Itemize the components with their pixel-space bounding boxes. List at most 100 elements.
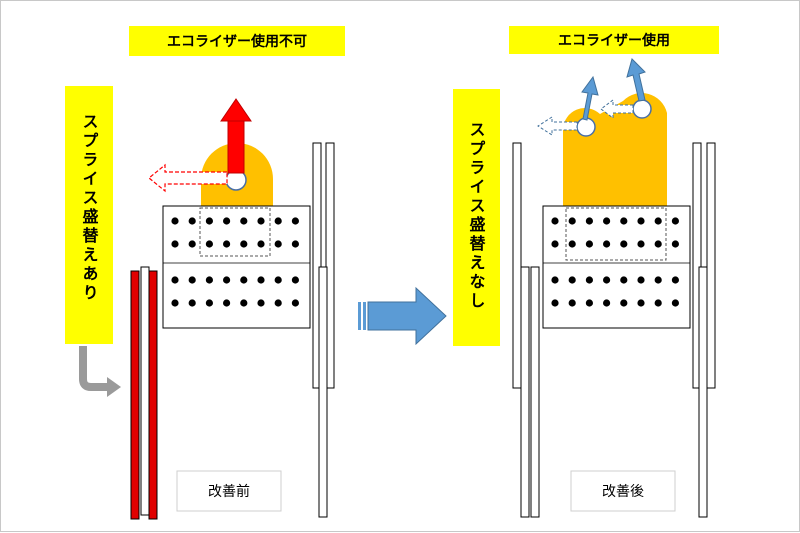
bolt-hole xyxy=(274,240,282,248)
bolt-hole xyxy=(274,276,282,284)
right-web-right-lower xyxy=(698,266,708,518)
bolt-hole xyxy=(291,217,299,225)
web-plate-left-lower xyxy=(140,266,150,516)
red-up-arrow xyxy=(220,98,252,174)
left-dashed-region xyxy=(199,207,271,257)
bolt-hole xyxy=(603,276,611,284)
right-banner-text: エコライザー使用 xyxy=(558,32,670,49)
blue-dashed-left-arrow-a xyxy=(537,116,578,136)
red-dashed-left-arrow xyxy=(148,163,228,193)
transition-arrow xyxy=(358,286,447,346)
bolt-hole xyxy=(551,217,559,225)
bolt-hole xyxy=(568,217,576,225)
blue-dashed-left-arrow-b xyxy=(600,99,634,119)
red-splice-plate-outer xyxy=(130,270,140,520)
left-caption-box xyxy=(176,470,282,512)
bolt-hole xyxy=(205,240,213,248)
right-side-label-box xyxy=(453,89,500,346)
left-side-label-text: スプライス盛替えあり xyxy=(80,113,99,303)
bolt-hole xyxy=(671,240,680,248)
blue-up-arrow-b xyxy=(626,58,646,102)
bolt-hole xyxy=(240,240,248,248)
bolt-hole xyxy=(223,240,231,248)
bolt-hole xyxy=(585,299,594,307)
right-dashed-region xyxy=(565,207,667,261)
right-web-left-lower-b xyxy=(530,266,540,518)
bolt-hole xyxy=(551,276,559,284)
bolt-hole xyxy=(188,276,196,284)
bolt-hole xyxy=(291,240,299,248)
bolt-hole xyxy=(257,299,265,307)
bolt-hole xyxy=(603,217,611,225)
left-caption-text: 改善前 xyxy=(208,483,250,500)
right-web-left-lower xyxy=(520,266,530,518)
bolt-hole xyxy=(637,240,645,248)
bolt-hole xyxy=(620,299,628,307)
bolt-hole xyxy=(671,217,680,225)
bolt-hole xyxy=(551,240,559,248)
left-bolt-holes xyxy=(171,217,299,307)
bolt-hole xyxy=(291,276,299,284)
bolt-hole xyxy=(171,240,179,248)
bolt-hole xyxy=(620,276,628,284)
left-banner-box xyxy=(129,26,345,56)
left-web-upper-a xyxy=(312,142,322,389)
bolt-hole xyxy=(205,276,213,284)
right-web-right-upper-b xyxy=(706,142,716,389)
bolt-hole xyxy=(240,276,248,284)
left-flange-block xyxy=(162,205,311,329)
right-panel: エコライザー使用 スプライス盛替えなし xyxy=(453,26,719,518)
right-side-label-text: スプライス盛替えなし xyxy=(467,121,486,311)
left-panel: エコライザー使用不可 スプライス盛替えあり xyxy=(65,26,345,520)
bolt-hole xyxy=(568,299,576,307)
bolt-hole xyxy=(205,217,213,225)
gray-bent-arrow xyxy=(79,346,121,397)
bolt-hole xyxy=(654,299,662,307)
bolt-hole xyxy=(240,217,248,225)
right-lug-hole-a xyxy=(576,117,596,137)
bolt-hole xyxy=(637,217,645,225)
right-web-left-upper xyxy=(512,142,522,389)
bolt-hole xyxy=(671,299,680,307)
red-splice-plate-inner xyxy=(148,270,158,520)
right-flange-block xyxy=(542,205,691,329)
right-bolt-holes xyxy=(551,217,680,307)
bolt-hole xyxy=(671,276,680,284)
left-banner-text: エコライザー使用不可 xyxy=(167,33,307,50)
bolt-hole xyxy=(637,276,645,284)
right-caption-box xyxy=(570,470,676,512)
bolt-hole xyxy=(603,240,611,248)
bolt-hole xyxy=(551,299,559,307)
right-caption-text: 改善後 xyxy=(602,484,644,500)
bolt-hole xyxy=(223,299,231,307)
right-banner-box xyxy=(509,26,719,54)
bolt-hole xyxy=(654,276,662,284)
left-web-lower-a xyxy=(318,266,328,518)
bolt-hole xyxy=(637,299,645,307)
blue-up-arrow-a xyxy=(581,75,599,121)
bolt-hole xyxy=(585,240,594,248)
bolt-hole xyxy=(188,240,196,248)
bolt-hole xyxy=(205,299,213,307)
bolt-hole xyxy=(171,276,179,284)
right-lug-hole-b xyxy=(632,99,652,119)
bolt-hole xyxy=(654,217,662,225)
bolt-hole xyxy=(223,276,231,284)
bolt-hole xyxy=(171,299,179,307)
bolt-hole xyxy=(223,217,231,225)
bolt-hole xyxy=(585,217,594,225)
bolt-hole xyxy=(257,240,265,248)
bolt-hole xyxy=(568,240,576,248)
bolt-hole xyxy=(188,217,196,225)
right-web-right-upper-a xyxy=(692,142,702,389)
bolt-hole xyxy=(188,299,196,307)
bolt-hole xyxy=(291,299,299,307)
bolt-hole xyxy=(620,240,628,248)
bolt-hole xyxy=(240,299,248,307)
bolt-hole xyxy=(171,217,179,225)
bolt-hole xyxy=(274,217,282,225)
bolt-hole xyxy=(568,276,576,284)
bolt-hole xyxy=(654,240,662,248)
left-web-upper-b xyxy=(325,142,335,389)
